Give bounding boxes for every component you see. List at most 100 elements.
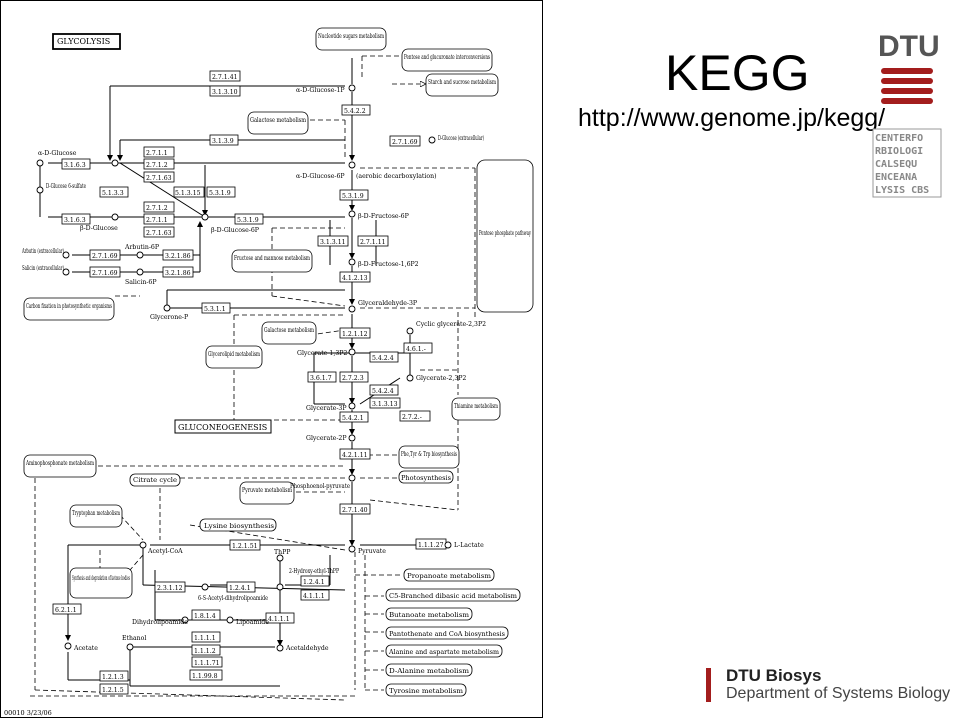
- svg-text:Lipoamide: Lipoamide: [236, 619, 269, 626]
- svg-text:3.2.1.86: 3.2.1.86: [165, 253, 191, 260]
- svg-text:α-D-Glucose: α-D-Glucose: [38, 150, 77, 157]
- svg-text:3.1.3.10: 3.1.3.10: [212, 89, 238, 96]
- svg-text:α-D-Glucose-1P: α-D-Glucose-1P: [296, 87, 345, 94]
- svg-text:β-D-Glucose: β-D-Glucose: [80, 225, 118, 232]
- svg-text:5.3.1.1: 5.3.1.1: [204, 306, 226, 313]
- svg-text:2.7.1.69: 2.7.1.69: [392, 139, 418, 146]
- svg-text:D-Glucose 6-sulfate: D-Glucose 6-sulfate: [46, 183, 86, 190]
- svg-text:2-Hydroxy-ethyl-ThPP: 2-Hydroxy-ethyl-ThPP: [289, 568, 339, 575]
- svg-text:β-D-Glucose-6P: β-D-Glucose-6P: [211, 227, 259, 234]
- svg-text:LYSIS CBS: LYSIS CBS: [875, 185, 929, 196]
- svg-text:5.4.2.1: 5.4.2.1: [342, 415, 364, 422]
- svg-text:Starch and sucrose metabolism: Starch and sucrose metabolism: [428, 79, 496, 86]
- svg-text:6-S-Acetyl-dihydrolipoamide: 6-S-Acetyl-dihydrolipoamide: [198, 595, 268, 602]
- svg-text:5.1.3.3: 5.1.3.3: [102, 190, 124, 197]
- svg-text:1.2.1.5: 1.2.1.5: [102, 687, 124, 694]
- svg-text:3.1.3.11: 3.1.3.11: [320, 239, 346, 246]
- svg-text:Citrate cycle: Citrate cycle: [133, 477, 177, 484]
- svg-text:α-D-Glucose-6P: α-D-Glucose-6P: [296, 173, 345, 180]
- svg-text:2.7.2.3: 2.7.2.3: [342, 375, 364, 382]
- svg-text:6.2.1.1: 6.2.1.1: [55, 607, 77, 614]
- svg-text:Galactose metabolism: Galactose metabolism: [264, 327, 314, 334]
- svg-text:Pantothenate and CoA biosynthe: Pantothenate and CoA biosynthesis: [389, 631, 505, 638]
- svg-text:4.1.1.1: 4.1.1.1: [268, 616, 290, 623]
- svg-text:1.8.1.4: 1.8.1.4: [194, 613, 216, 620]
- dashed-links: [30, 55, 476, 701]
- svg-text:5.4.2.4: 5.4.2.4: [372, 355, 394, 362]
- svg-text:Butanoate metabolism: Butanoate metabolism: [389, 612, 469, 619]
- biosys-name: DTU Biosys: [726, 666, 822, 685]
- svg-text:Glycerolipid metabolism: Glycerolipid metabolism: [208, 351, 260, 358]
- svg-text:ThPP: ThPP: [274, 549, 290, 556]
- svg-text:1.2.4.1: 1.2.4.1: [229, 585, 251, 592]
- dtu-logo-text: DTU: [878, 30, 938, 63]
- map-footer: 00010 3/23/06: [4, 709, 52, 717]
- svg-text:Salicin-6P: Salicin-6P: [125, 279, 157, 286]
- svg-text:Alanine and aspartate metaboli: Alanine and aspartate metabolism: [388, 649, 499, 656]
- svg-text:Carbon fixation in photosynthe: Carbon fixation in photosynthetic organi…: [26, 303, 112, 310]
- svg-text:Aminophosphonate metabolism: Aminophosphonate metabolism: [25, 460, 94, 467]
- svg-text:Pentose and glucuronate interc: Pentose and glucuronate interconversions: [404, 54, 490, 61]
- svg-text:3.1.6.3: 3.1.6.3: [64, 162, 86, 169]
- svg-text:5.3.1.9: 5.3.1.9: [342, 193, 364, 200]
- svg-text:5.1.3.15: 5.1.3.15: [175, 190, 201, 197]
- svg-text:D-Alanine metabolism: D-Alanine metabolism: [389, 668, 469, 675]
- svg-text:2.7.1.1: 2.7.1.1: [146, 217, 168, 224]
- header-glycolysis: GLYCOLYSIS: [57, 37, 110, 46]
- svg-text:2.7.1.1: 2.7.1.1: [146, 150, 168, 157]
- svg-text:1.1.1.1: 1.1.1.1: [194, 635, 216, 642]
- header-gluconeogenesis: GLUCONEOGENESIS: [178, 423, 267, 432]
- svg-text:Salicin (extracellular): Salicin (extracellular): [22, 265, 64, 272]
- svg-text:5.3.1.9: 5.3.1.9: [209, 190, 231, 197]
- svg-text:4.1.2.13: 4.1.2.13: [342, 275, 368, 282]
- svg-text:5.3.1.9: 5.3.1.9: [237, 217, 259, 224]
- svg-text:3.2.1.86: 3.2.1.86: [165, 270, 191, 277]
- svg-text:Galactose metabolism: Galactose metabolism: [250, 117, 306, 124]
- svg-text:3.1.3.13: 3.1.3.13: [372, 401, 398, 408]
- svg-text:2.7.1.41: 2.7.1.41: [212, 74, 238, 81]
- svg-text:1.1.1.27: 1.1.1.27: [418, 542, 444, 549]
- svg-text:2.3.1.12: 2.3.1.12: [157, 585, 183, 592]
- svg-text:Pyruvate: Pyruvate: [358, 548, 386, 555]
- svg-text:Glyceraldehyde-3P: Glyceraldehyde-3P: [358, 300, 417, 307]
- svg-text:Glycerate-1,3P2: Glycerate-1,3P2: [297, 350, 347, 357]
- svg-text:5.4.2.4: 5.4.2.4: [372, 388, 394, 395]
- enzyme-boxes: [52, 70, 447, 695]
- svg-text:1.2.4.1: 1.2.4.1: [303, 579, 325, 586]
- svg-text:1.1.1.2: 1.1.1.2: [194, 648, 216, 655]
- svg-text:1.2.1.12: 1.2.1.12: [342, 331, 368, 338]
- dtu-logo: DTU: [878, 28, 940, 118]
- svg-text:D-Glucose (extracellular): D-Glucose (extracellular): [438, 135, 484, 142]
- svg-text:(aerobic decarboxylation): (aerobic decarboxylation): [356, 173, 436, 180]
- svg-text:Acetate: Acetate: [73, 645, 98, 652]
- svg-text:Glycerate-2,3P2: Glycerate-2,3P2: [416, 375, 466, 382]
- svg-text:Lysine biosynthesis: Lysine biosynthesis: [204, 523, 274, 530]
- svg-text:Phe,Tyr & Trp biosynthesis: Phe,Tyr & Trp biosynthesis: [401, 451, 457, 458]
- compound-labels: α-D-Glucose-1P α-D-Glucose-6P β-D-Fructo…: [21, 87, 486, 652]
- svg-text:Acetaldehyde: Acetaldehyde: [285, 645, 329, 652]
- svg-text:Glycerone-P: Glycerone-P: [150, 314, 188, 321]
- cbs-center-logo: CENTERFO RBIOLOGI CALSEQU ENCEANA LYSIS …: [872, 128, 942, 198]
- svg-text:L-Lactate: L-Lactate: [454, 542, 484, 549]
- svg-text:Glycerate-3P: Glycerate-3P: [306, 405, 347, 412]
- svg-text:Tryptophan metabolism: Tryptophan metabolism: [72, 510, 120, 517]
- svg-text:Arbutin (extracellular): Arbutin (extracellular): [21, 248, 64, 255]
- pathway-boxes: [23, 27, 534, 697]
- kegg-glycolysis-map: GLYCOLYSIS GLUCONEOGENESIS: [0, 0, 543, 718]
- kegg-url-link[interactable]: http://www.genome.jp/kegg/: [578, 104, 886, 132]
- svg-text:β-D-Fructose-1,6P2: β-D-Fructose-1,6P2: [358, 261, 419, 268]
- svg-text:2.7.1.11: 2.7.1.11: [360, 239, 386, 246]
- svg-text:3.1.3.9: 3.1.3.9: [212, 138, 234, 145]
- svg-text:Nucleotide sugars metabolism: Nucleotide sugars metabolism: [318, 33, 384, 40]
- svg-text:4.6.1.-: 4.6.1.-: [406, 346, 426, 353]
- svg-text:2.7.2.-: 2.7.2.-: [402, 414, 422, 421]
- slide-title: KEGG: [665, 45, 810, 101]
- svg-text:Synthesis and degradation of k: Synthesis and degradation of ketone bodi…: [72, 575, 130, 582]
- svg-text:Acetyl-CoA: Acetyl-CoA: [147, 548, 183, 555]
- svg-text:2.7.1.63: 2.7.1.63: [146, 175, 172, 182]
- svg-text:1.2.1.3: 1.2.1.3: [102, 674, 124, 681]
- svg-text:1.2.1.51: 1.2.1.51: [232, 543, 258, 550]
- svg-text:2.7.1.63: 2.7.1.63: [146, 230, 172, 237]
- svg-text:Pyruvate metabolism: Pyruvate metabolism: [242, 487, 292, 494]
- svg-text:RBIOLOGI: RBIOLOGI: [875, 146, 923, 157]
